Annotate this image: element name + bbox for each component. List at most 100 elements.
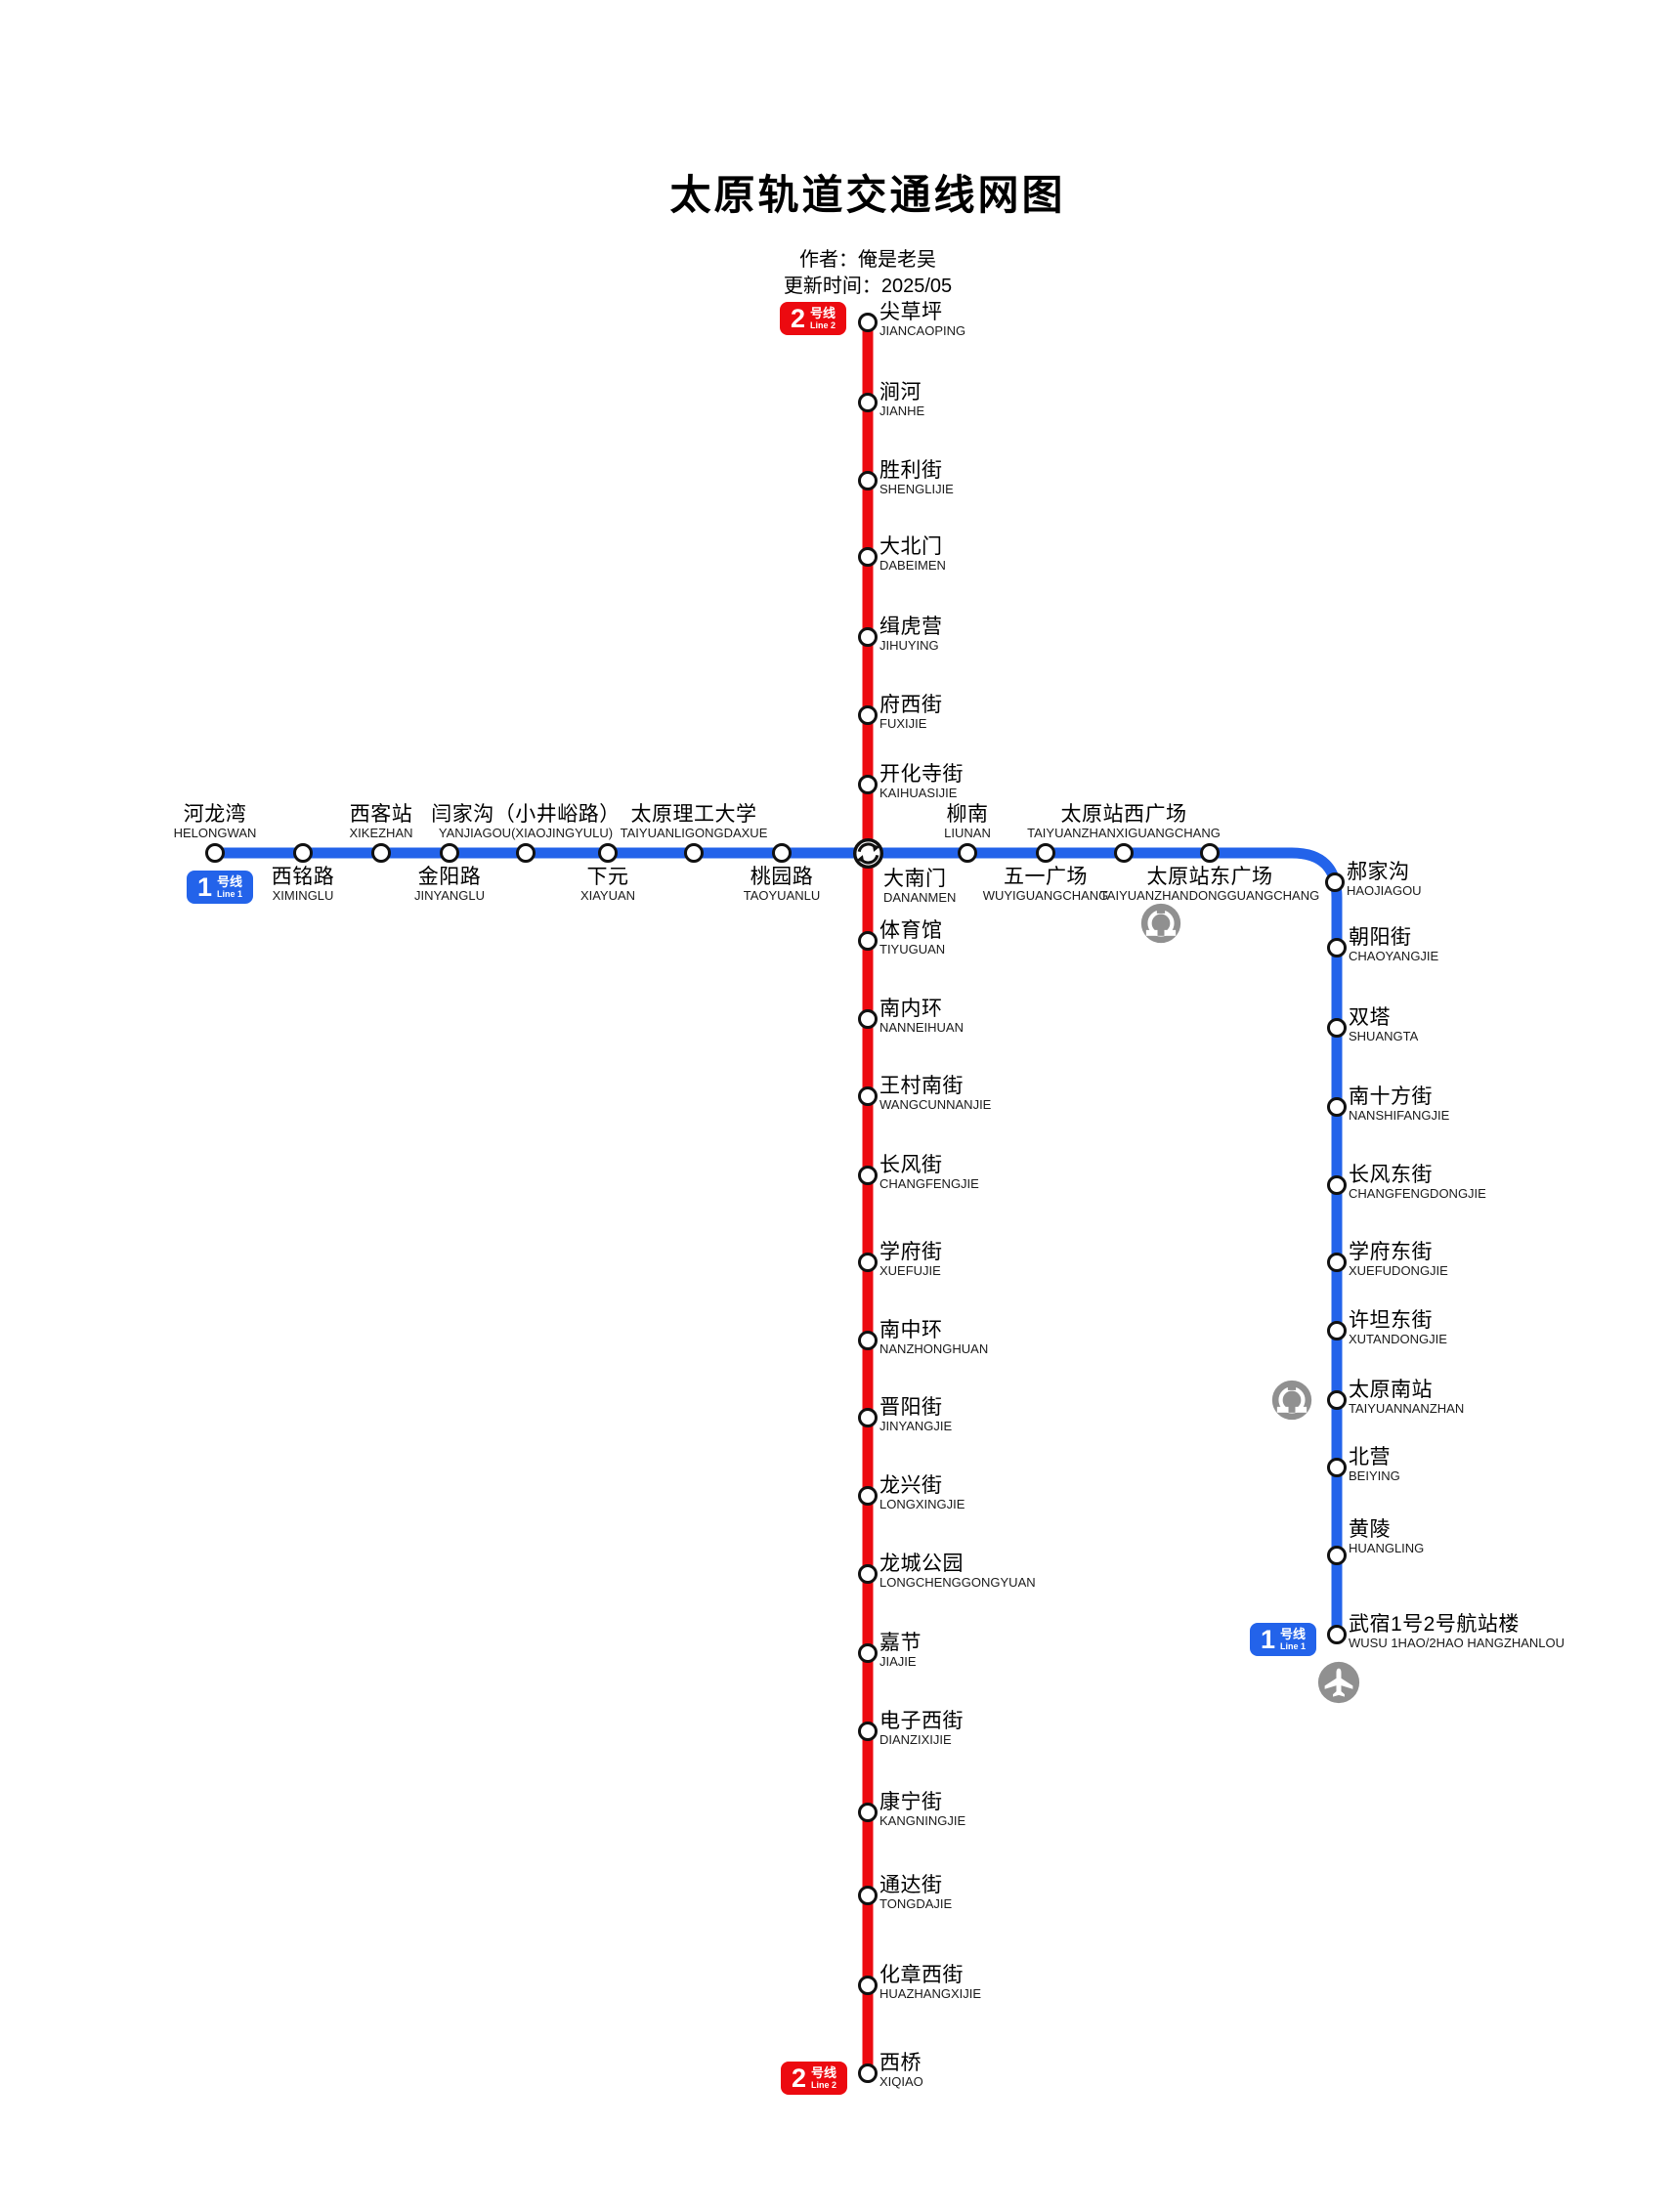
station-name-en: CHANGFENGDONGJIE xyxy=(1349,1186,1486,1201)
station-name-zh: 大北门 xyxy=(879,535,943,558)
station-name-zh: 朝阳街 xyxy=(1349,926,1412,949)
station-marker xyxy=(858,1486,878,1506)
station-name-en: NANNEIHUAN xyxy=(879,1020,964,1035)
interchange-icon xyxy=(852,837,883,869)
station-name-zh: 南内环 xyxy=(879,998,943,1020)
station-marker xyxy=(371,843,391,863)
station-name-en: CHAOYANGJIE xyxy=(1349,949,1439,963)
station-marker xyxy=(858,931,878,951)
station-name-zh: 西铭路 xyxy=(271,866,335,888)
station-name-en: TAIYUANZHANXIGUANGCHANG xyxy=(1027,826,1221,840)
railway-station-icon xyxy=(1271,1380,1312,1421)
interchange-marker xyxy=(852,837,884,870)
station-name-zh: 五一广场 xyxy=(1004,866,1088,888)
station-name-zh: 涧河 xyxy=(879,381,922,404)
station-marker xyxy=(205,843,225,863)
station-name-zh: 王村南街 xyxy=(879,1075,964,1097)
station-name-zh: 康宁街 xyxy=(879,1791,943,1813)
station-marker xyxy=(1327,1018,1347,1038)
station-marker xyxy=(858,705,878,725)
line-1-path xyxy=(215,847,1343,1635)
badge-line-en: Line 2 xyxy=(811,2080,837,2090)
station-name-en: HAOJIAGOU xyxy=(1347,883,1422,898)
station-marker xyxy=(858,1564,878,1584)
badge-line-number: 2 xyxy=(790,303,805,333)
station-name-zh: 通达街 xyxy=(879,1874,943,1896)
badge-line-number: 1 xyxy=(196,872,212,902)
station-name-en: XIQIAO xyxy=(879,2074,923,2089)
station-marker xyxy=(858,1408,878,1427)
station-name-en: XUEFUJIE xyxy=(879,1263,941,1278)
station-name-en: JIHUYING xyxy=(879,638,939,653)
station-name-zh: 龙城公园 xyxy=(879,1553,964,1575)
station-marker xyxy=(858,1643,878,1663)
station-name-zh: 胜利街 xyxy=(879,459,943,482)
station-name-en: SHENGLIJIE xyxy=(879,482,954,496)
station-marker xyxy=(958,843,977,863)
station-name-zh: 长风东街 xyxy=(1349,1164,1433,1186)
badge-line-suffix: 号线 xyxy=(811,2065,837,2080)
update-line: 更新时间：2025/05 xyxy=(783,276,953,297)
station-name-en: WUYIGUANGCHANG xyxy=(982,888,1109,903)
station-name-en: HUAZHANGXIJIE xyxy=(879,1986,982,2001)
station-name-en: XUTANDONGJIE xyxy=(1349,1332,1447,1346)
station-name-zh: 开化寺街 xyxy=(879,763,964,786)
station-name-zh: 南十方街 xyxy=(1349,1085,1433,1108)
station-marker xyxy=(858,1976,878,1995)
station-name-en: HELONGWAN xyxy=(173,826,257,840)
station-marker xyxy=(293,843,313,863)
station-name-zh: 体育馆 xyxy=(879,919,943,942)
station-name-en: NANZHONGHUAN xyxy=(879,1341,989,1356)
station-marker xyxy=(1327,1175,1347,1195)
station-name-zh: 北营 xyxy=(1349,1446,1391,1468)
station-name-zh: 学府东街 xyxy=(1349,1241,1433,1263)
station-name-en: JIAJIE xyxy=(879,1654,917,1669)
station-name-zh: 南中环 xyxy=(879,1319,943,1341)
station-name-zh: 缉虎营 xyxy=(879,616,943,638)
station-marker xyxy=(858,1253,878,1272)
station-name-zh: 长风街 xyxy=(879,1154,943,1176)
station-marker xyxy=(858,1331,878,1350)
station-name-zh: 闫家沟（小井峪路） xyxy=(431,803,621,826)
station-name-en: WANGCUNNANJIE xyxy=(879,1097,992,1112)
station-name-zh: 太原站西广场 xyxy=(1060,803,1187,826)
station-name-en: LONGXINGJIE xyxy=(879,1497,965,1511)
station-name-en: TAIYUANZHANDONGGUANGCHANG xyxy=(1099,888,1320,903)
station-marker xyxy=(1327,1625,1347,1644)
station-name-zh: 黄陵 xyxy=(1349,1518,1391,1541)
station-marker xyxy=(1327,1253,1347,1272)
station-name-zh: 太原理工大学 xyxy=(630,803,757,826)
station-marker xyxy=(440,843,459,863)
station-name-zh: 下元 xyxy=(586,866,629,888)
station-marker xyxy=(858,775,878,794)
station-name-en: TAOYUANLU xyxy=(743,888,821,903)
station-name-zh: 西桥 xyxy=(879,2052,922,2074)
badge-line-en: Line 2 xyxy=(810,320,836,330)
station-marker xyxy=(1325,872,1345,892)
